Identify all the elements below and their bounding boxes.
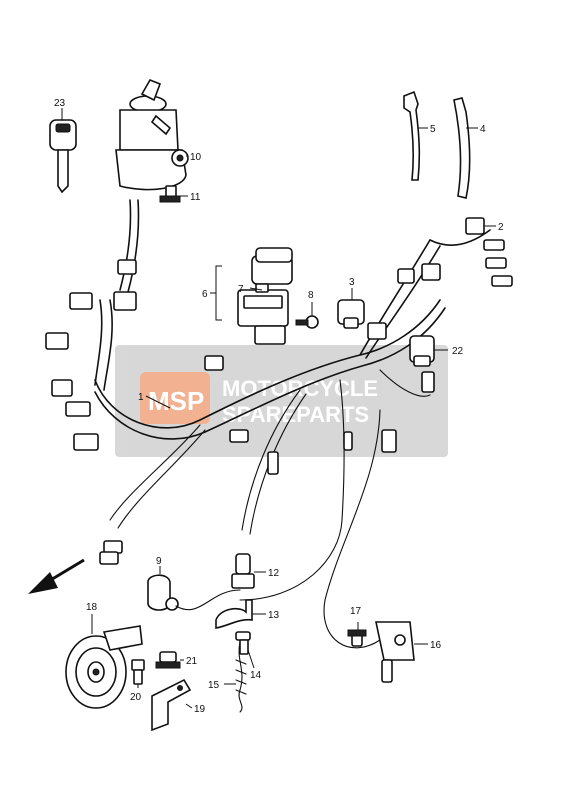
fuse-connector-part-2	[465, 217, 496, 235]
callout-18: 18	[86, 602, 98, 613]
relay-part-22	[409, 335, 448, 367]
bolt-part-20	[131, 659, 145, 688]
bolt-part-21	[155, 651, 184, 669]
spring-part-15	[224, 641, 247, 713]
front-direction-arrow-icon	[28, 558, 85, 594]
sensor-part-16	[375, 621, 428, 683]
fuse-box-part-6-7	[210, 247, 293, 345]
horn-part-18	[65, 614, 143, 709]
callout-10: 10	[190, 152, 202, 163]
ignition-switch-part-10	[115, 78, 189, 191]
watermark: MSP MOTORCYCLE SPAREPARTS	[115, 345, 448, 457]
callout-3: 3	[349, 277, 355, 288]
callout-13: 13	[268, 610, 280, 621]
relay-part-3	[337, 288, 365, 329]
bracket-part-13	[215, 599, 266, 629]
callout-17: 17	[350, 606, 362, 617]
clamp-part-5	[403, 90, 428, 181]
switch-part-9	[147, 566, 241, 611]
harness-connectors	[45, 239, 513, 565]
callout-5: 5	[430, 124, 436, 135]
callout-2: 2	[498, 222, 504, 233]
callout-19: 19	[194, 704, 206, 715]
callout-labels: 1 2 3 4 5 6 7 8 9 10 11 12 13 14 15 16 1…	[54, 98, 504, 715]
callout-21: 21	[186, 656, 198, 667]
watermark-logo: MSP	[148, 386, 204, 416]
callout-9: 9	[156, 556, 162, 567]
callout-14: 14	[250, 670, 262, 681]
callout-22: 22	[452, 346, 464, 357]
callout-7: 7	[238, 284, 244, 295]
callout-11: 11	[190, 192, 201, 203]
callout-8: 8	[308, 290, 314, 301]
callout-15: 15	[208, 680, 220, 691]
bolt-part-11	[159, 185, 188, 203]
screw-part-17	[347, 622, 367, 647]
clamp-part-4	[453, 97, 478, 199]
watermark-line2: SPAREPARTS	[222, 402, 369, 427]
bolt-part-14	[235, 631, 255, 669]
screw-part-8	[295, 302, 319, 329]
watermark-logo-plate	[140, 372, 210, 424]
callout-1: 1	[138, 392, 144, 403]
callout-16: 16	[430, 640, 442, 651]
horn-bracket-part-19	[151, 678, 193, 732]
sensor-part-12	[231, 553, 266, 589]
callout-23: 23	[54, 98, 66, 109]
key-part-23	[49, 108, 77, 194]
callout-4: 4	[480, 124, 486, 135]
main-wiring-harness	[94, 199, 491, 649]
callout-12: 12	[268, 568, 280, 579]
callout-20: 20	[130, 692, 142, 703]
callout-6: 6	[202, 289, 208, 300]
